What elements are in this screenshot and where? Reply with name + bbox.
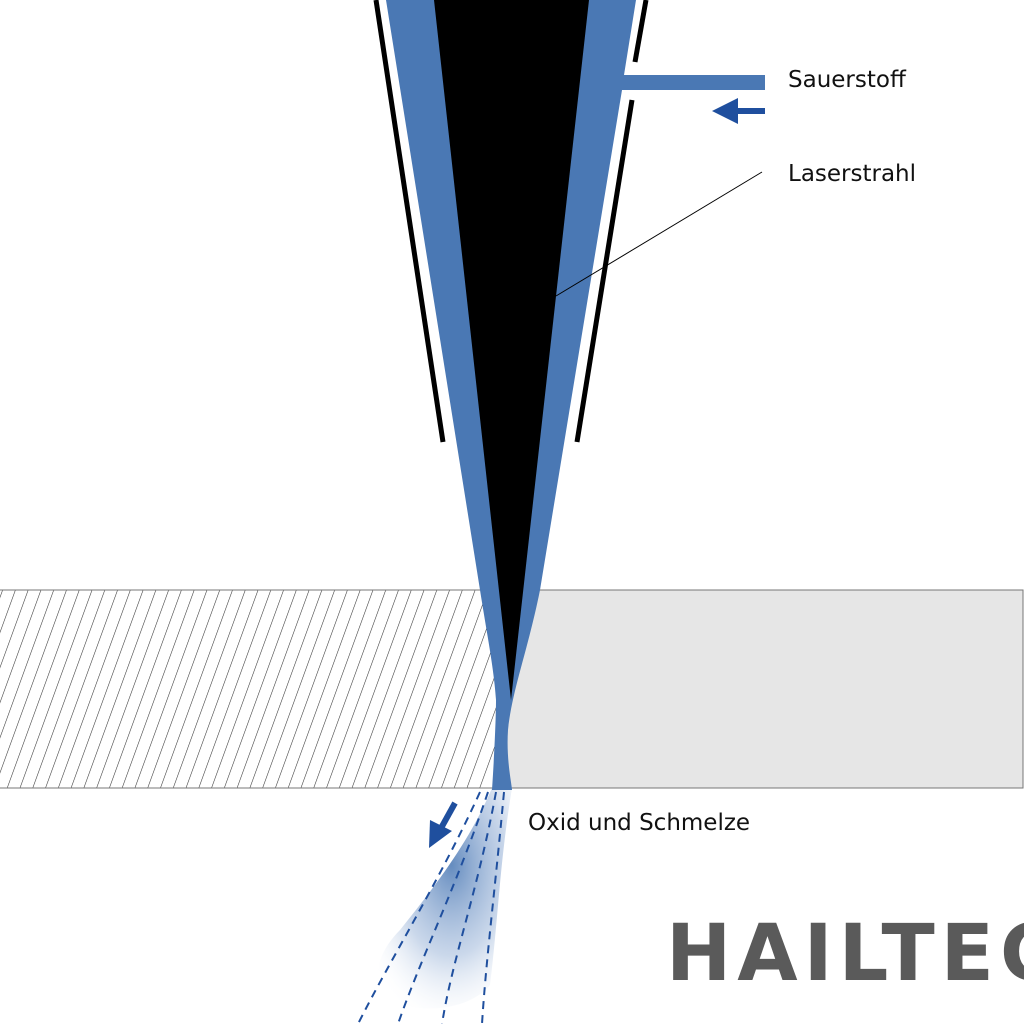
label-oxide-melt: Oxid und Schmelze [528,810,750,836]
label-oxygen: Sauerstoff [788,67,907,93]
workpiece-hatched-cut-side [0,590,500,788]
laser-beam-leader-line [555,171,763,297]
nozzle-wall-left [373,0,446,443]
nozzle-wall-right-lower [574,99,635,443]
hailtec-logo: HAILTEC [666,909,1024,999]
nozzle-wall-right-upper [632,0,649,63]
laser-beam [434,0,589,700]
oxide-spray [377,788,512,1009]
oxygen-inflow-arrow [712,98,765,124]
oxide-outflow-arrow [429,801,458,848]
label-laser-beam: Laserstrahl [788,161,916,187]
spray-streak-lines [357,791,505,1024]
